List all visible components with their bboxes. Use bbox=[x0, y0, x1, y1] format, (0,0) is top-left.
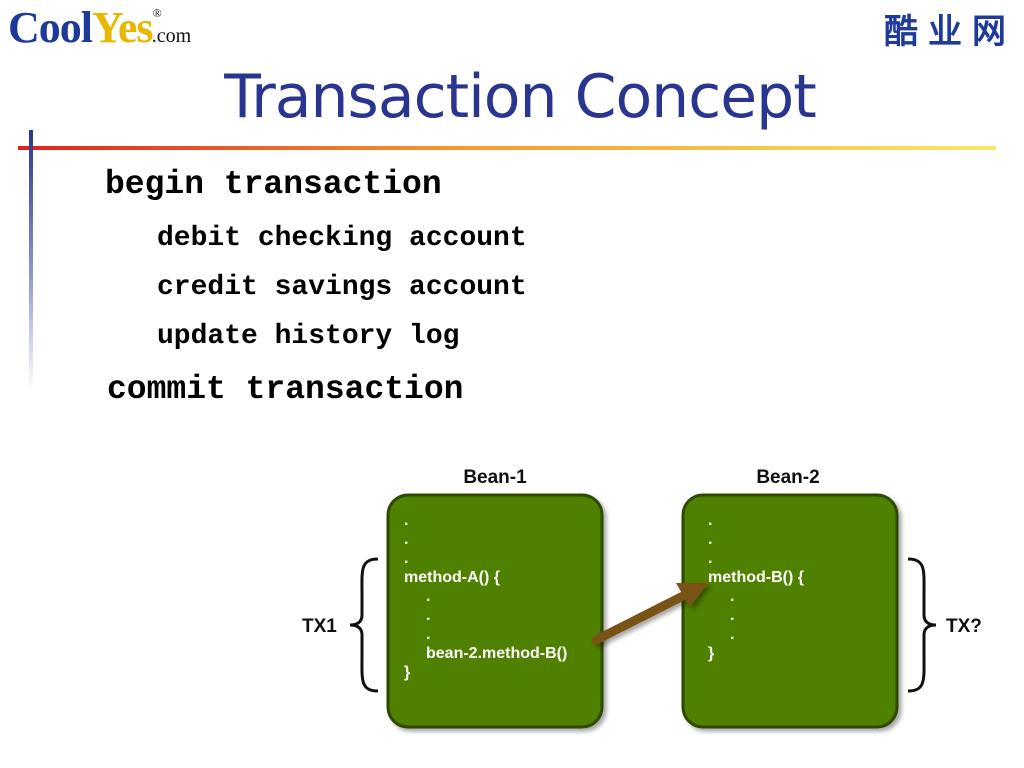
bean-1-box bbox=[386, 493, 604, 729]
chinese-brand-name: 酷业网 bbox=[884, 12, 1016, 52]
tx2-label: TX? bbox=[946, 616, 982, 637]
bean-1-code-line: . bbox=[426, 588, 430, 605]
code-line-debit: debit checking account bbox=[157, 223, 527, 254]
code-line-begin: begin transaction bbox=[105, 166, 442, 203]
tx2-brace bbox=[907, 557, 937, 693]
tx1-label: TX1 bbox=[302, 616, 337, 637]
bean-2-code-line: . bbox=[730, 607, 734, 624]
bean-2-code-line: } bbox=[708, 645, 714, 662]
code-line-commit: commit transaction bbox=[107, 371, 464, 408]
bean-2-code-line: . bbox=[730, 626, 734, 643]
bean-2-code-line: . bbox=[730, 588, 734, 605]
code-line-credit: credit savings account bbox=[157, 272, 527, 303]
logo-yes-text: Yes bbox=[92, 3, 154, 52]
slide-title: Transaction Concept bbox=[224, 62, 816, 132]
logo-domain-text: .com bbox=[151, 25, 192, 47]
call-arrow bbox=[591, 583, 708, 645]
bean-1-code-line: . bbox=[426, 626, 430, 643]
registered-mark: ® bbox=[152, 6, 162, 20]
transaction-diagram: Bean-1 Bean-2 ... method-A() {... bean-2.m… bbox=[302, 467, 982, 729]
bean-1-title: Bean-1 bbox=[463, 467, 527, 488]
bean-1-code-line: bean-2.method-B() bbox=[426, 645, 567, 662]
bean-2-code-line: . bbox=[708, 531, 712, 548]
title-divider bbox=[18, 146, 996, 150]
code-line-update: update history log bbox=[157, 321, 460, 352]
bean-2-title: Bean-2 bbox=[756, 467, 819, 488]
bean-1-code-line: . bbox=[404, 550, 408, 567]
bean-1-code-line: . bbox=[426, 607, 430, 624]
bean-2-code-line: . bbox=[708, 512, 712, 529]
bean-2-box bbox=[681, 493, 899, 729]
coolyes-logo[interactable]: CoolYes® .com bbox=[8, 2, 191, 52]
tx1-brace bbox=[349, 557, 379, 693]
bean-1-code-line: method-A() { bbox=[404, 569, 500, 586]
logo-cool-text: Cool bbox=[8, 3, 93, 52]
bean-1-code-line: . bbox=[404, 512, 408, 529]
bean-1-code: ... method-A() {... bean-2.method-B()} bbox=[404, 512, 567, 681]
bean-1-code-line: . bbox=[404, 531, 408, 548]
bean-2-code: ... method-B() {...} bbox=[708, 512, 804, 662]
bean-2-code-line: method-B() { bbox=[708, 569, 804, 586]
bean-2-code-line: . bbox=[708, 550, 712, 567]
bean-1-code-line: } bbox=[404, 664, 410, 681]
side-accent-bar bbox=[29, 130, 33, 390]
